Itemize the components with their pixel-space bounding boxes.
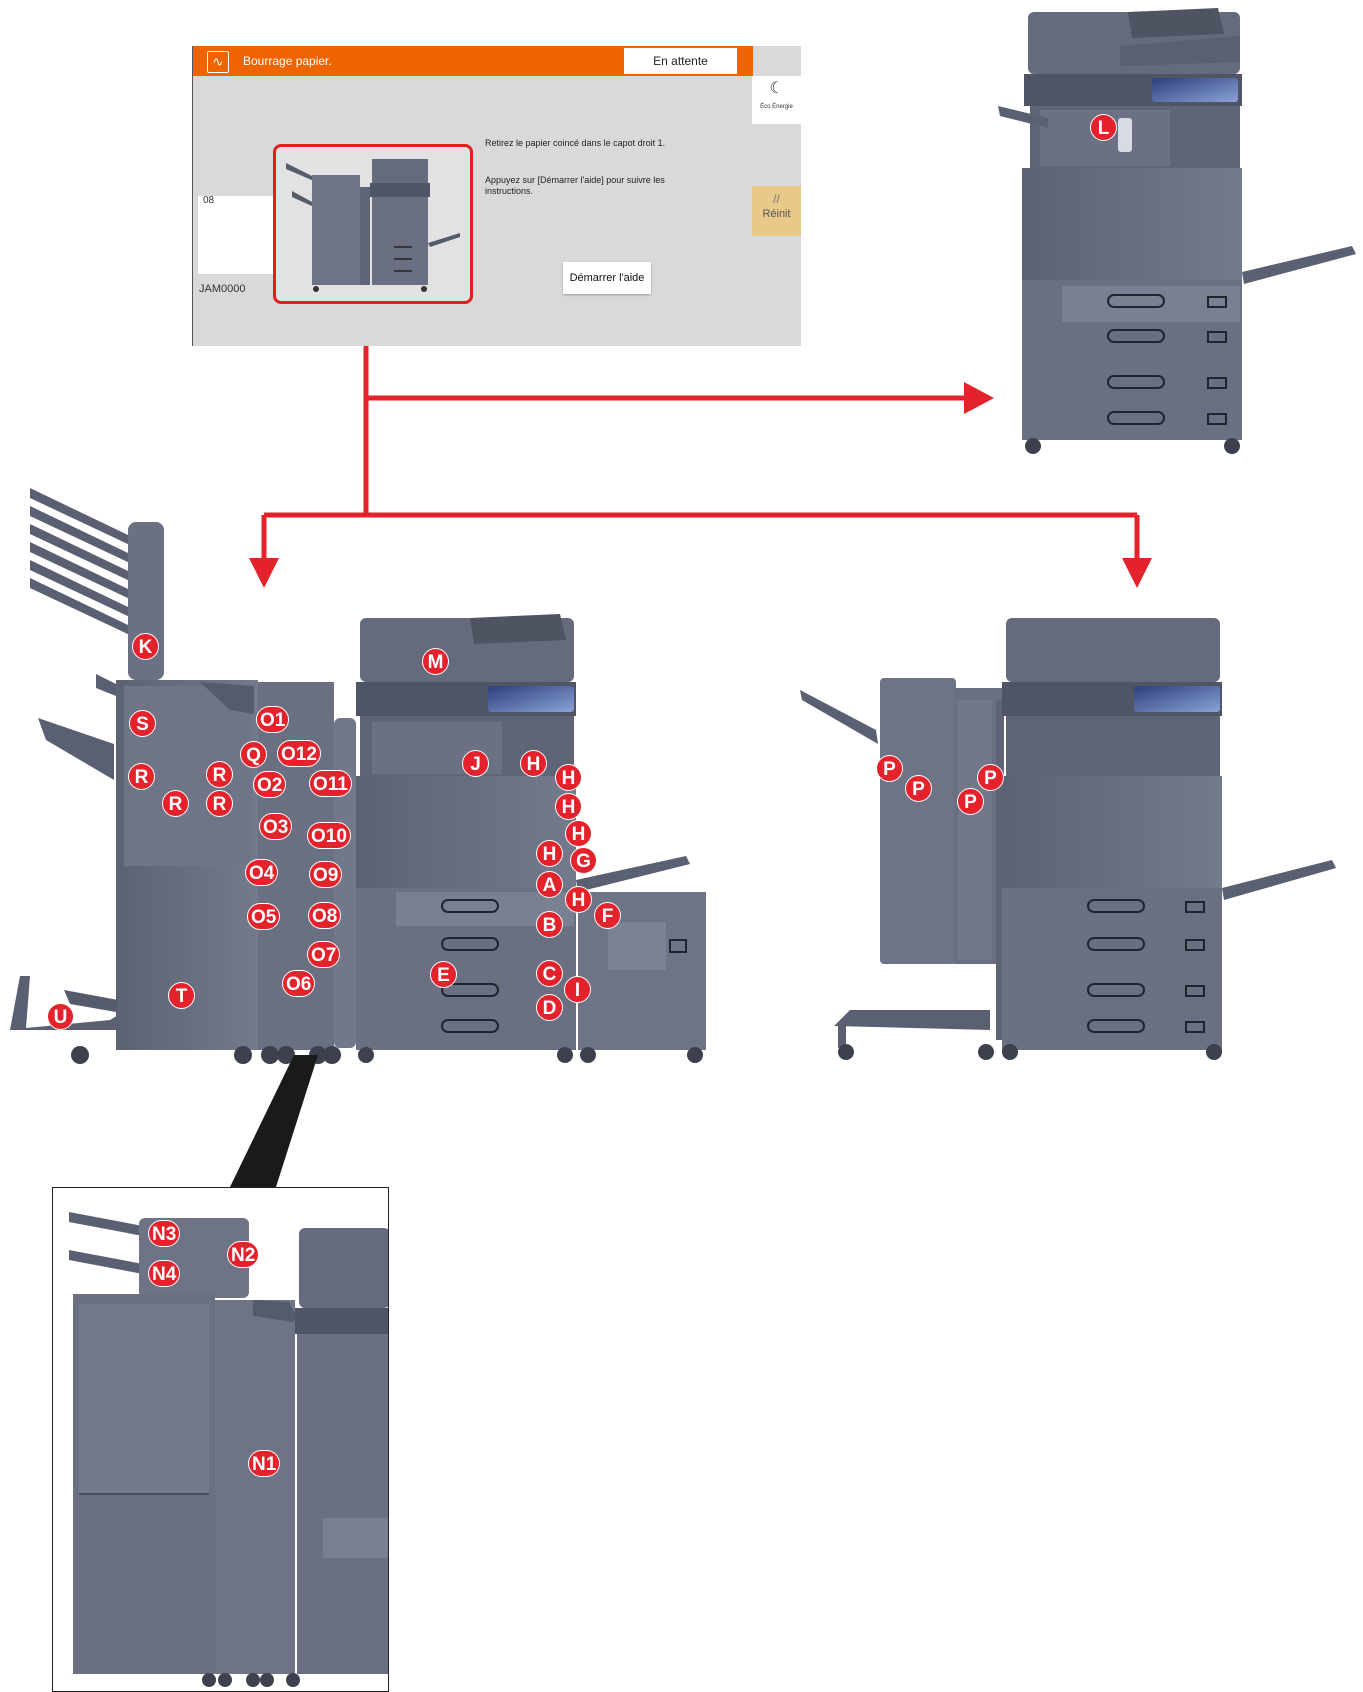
badge-R2: R <box>206 761 233 788</box>
badge-O6: O6 <box>282 970 315 997</box>
badge-J: J <box>462 750 489 777</box>
badge-H2: H <box>555 764 582 791</box>
machine-full-system <box>10 488 706 1064</box>
thumbnail-machine-icon <box>276 147 470 301</box>
inset-detail <box>52 1187 389 1692</box>
status-button[interactable]: En attente <box>624 48 737 74</box>
machine-top-right <box>998 8 1356 454</box>
inset-pointer <box>230 1055 318 1187</box>
paper-jam-icon: ∿ <box>207 51 229 73</box>
alert-title: Bourrage papier. <box>243 54 332 68</box>
badge-F: F <box>594 902 621 929</box>
eco-label: Éco Énergie <box>752 104 801 110</box>
start-help-button[interactable]: Démarrer l'aide <box>563 262 651 294</box>
badge-G: G <box>570 847 597 874</box>
badge-D: D <box>536 994 563 1021</box>
badge-N4: N4 <box>148 1260 180 1287</box>
badge-N1: N1 <box>248 1450 280 1477</box>
reset-label: Réinit <box>752 208 801 220</box>
machine-with-finisher <box>800 618 1336 1060</box>
badge-K: K <box>132 633 159 660</box>
badge-R4: R <box>206 790 233 817</box>
reset-button[interactable]: // Réinit <box>752 186 801 236</box>
eco-energy-button[interactable]: ☾ Éco Énergie <box>752 76 801 124</box>
inset-finisher-illustration <box>53 1188 389 1692</box>
badge-M: M <box>422 648 449 675</box>
badge-A: A <box>536 871 563 898</box>
badge-O3: O3 <box>259 813 292 840</box>
jam-code: JAM0000 <box>199 283 245 295</box>
help-hint-text: Appuyez sur [Démarrer l'aide] pour suivr… <box>485 175 685 197</box>
badge-O11: O11 <box>309 770 352 797</box>
jam-screen: ∿ Bourrage papier. En attente ☾ Éco Éner… <box>192 46 801 346</box>
badge-O5: O5 <box>247 903 280 930</box>
badge-N3: N3 <box>148 1220 180 1247</box>
counter-box <box>198 196 273 274</box>
badge-H6: H <box>565 886 592 913</box>
arrow-heads <box>249 382 1152 588</box>
badge-L: L <box>1090 114 1117 141</box>
badge-I: I <box>564 976 591 1003</box>
alert-bar: ∿ Bourrage papier. En attente <box>193 46 753 76</box>
badge-N2: N2 <box>227 1241 259 1268</box>
badge-O7: O7 <box>307 941 340 968</box>
moon-icon: ☾ <box>752 80 801 98</box>
badge-B: B <box>536 911 563 938</box>
badge-O2: O2 <box>253 771 286 798</box>
badge-O4: O4 <box>245 859 278 886</box>
badge-T: T <box>168 982 195 1009</box>
badge-P4: P <box>957 788 984 815</box>
badge-Q: Q <box>240 741 267 768</box>
badge-E: E <box>430 961 457 988</box>
reset-icon: // <box>752 192 801 206</box>
badge-O8: O8 <box>308 902 341 929</box>
badge-O12: O12 <box>277 740 321 767</box>
badge-R1: R <box>128 763 155 790</box>
badge-R3: R <box>162 790 189 817</box>
badge-P3: P <box>977 764 1004 791</box>
counter-value: 08 <box>203 195 214 206</box>
badge-H3: H <box>555 793 582 820</box>
badge-O1: O1 <box>256 706 289 733</box>
instruction-text: Retirez le papier coincé dans le capot d… <box>485 138 685 149</box>
badge-U: U <box>47 1003 74 1030</box>
badge-H4: H <box>565 820 592 847</box>
badge-O10: O10 <box>307 822 351 849</box>
badge-O9: O9 <box>309 861 342 888</box>
badge-H5: H <box>536 840 563 867</box>
badge-P1: P <box>876 755 903 782</box>
badge-P2: P <box>905 775 932 802</box>
machine-thumbnail[interactable] <box>273 144 473 304</box>
badge-C: C <box>536 960 563 987</box>
badge-H1: H <box>520 750 547 777</box>
badge-S: S <box>129 710 156 737</box>
